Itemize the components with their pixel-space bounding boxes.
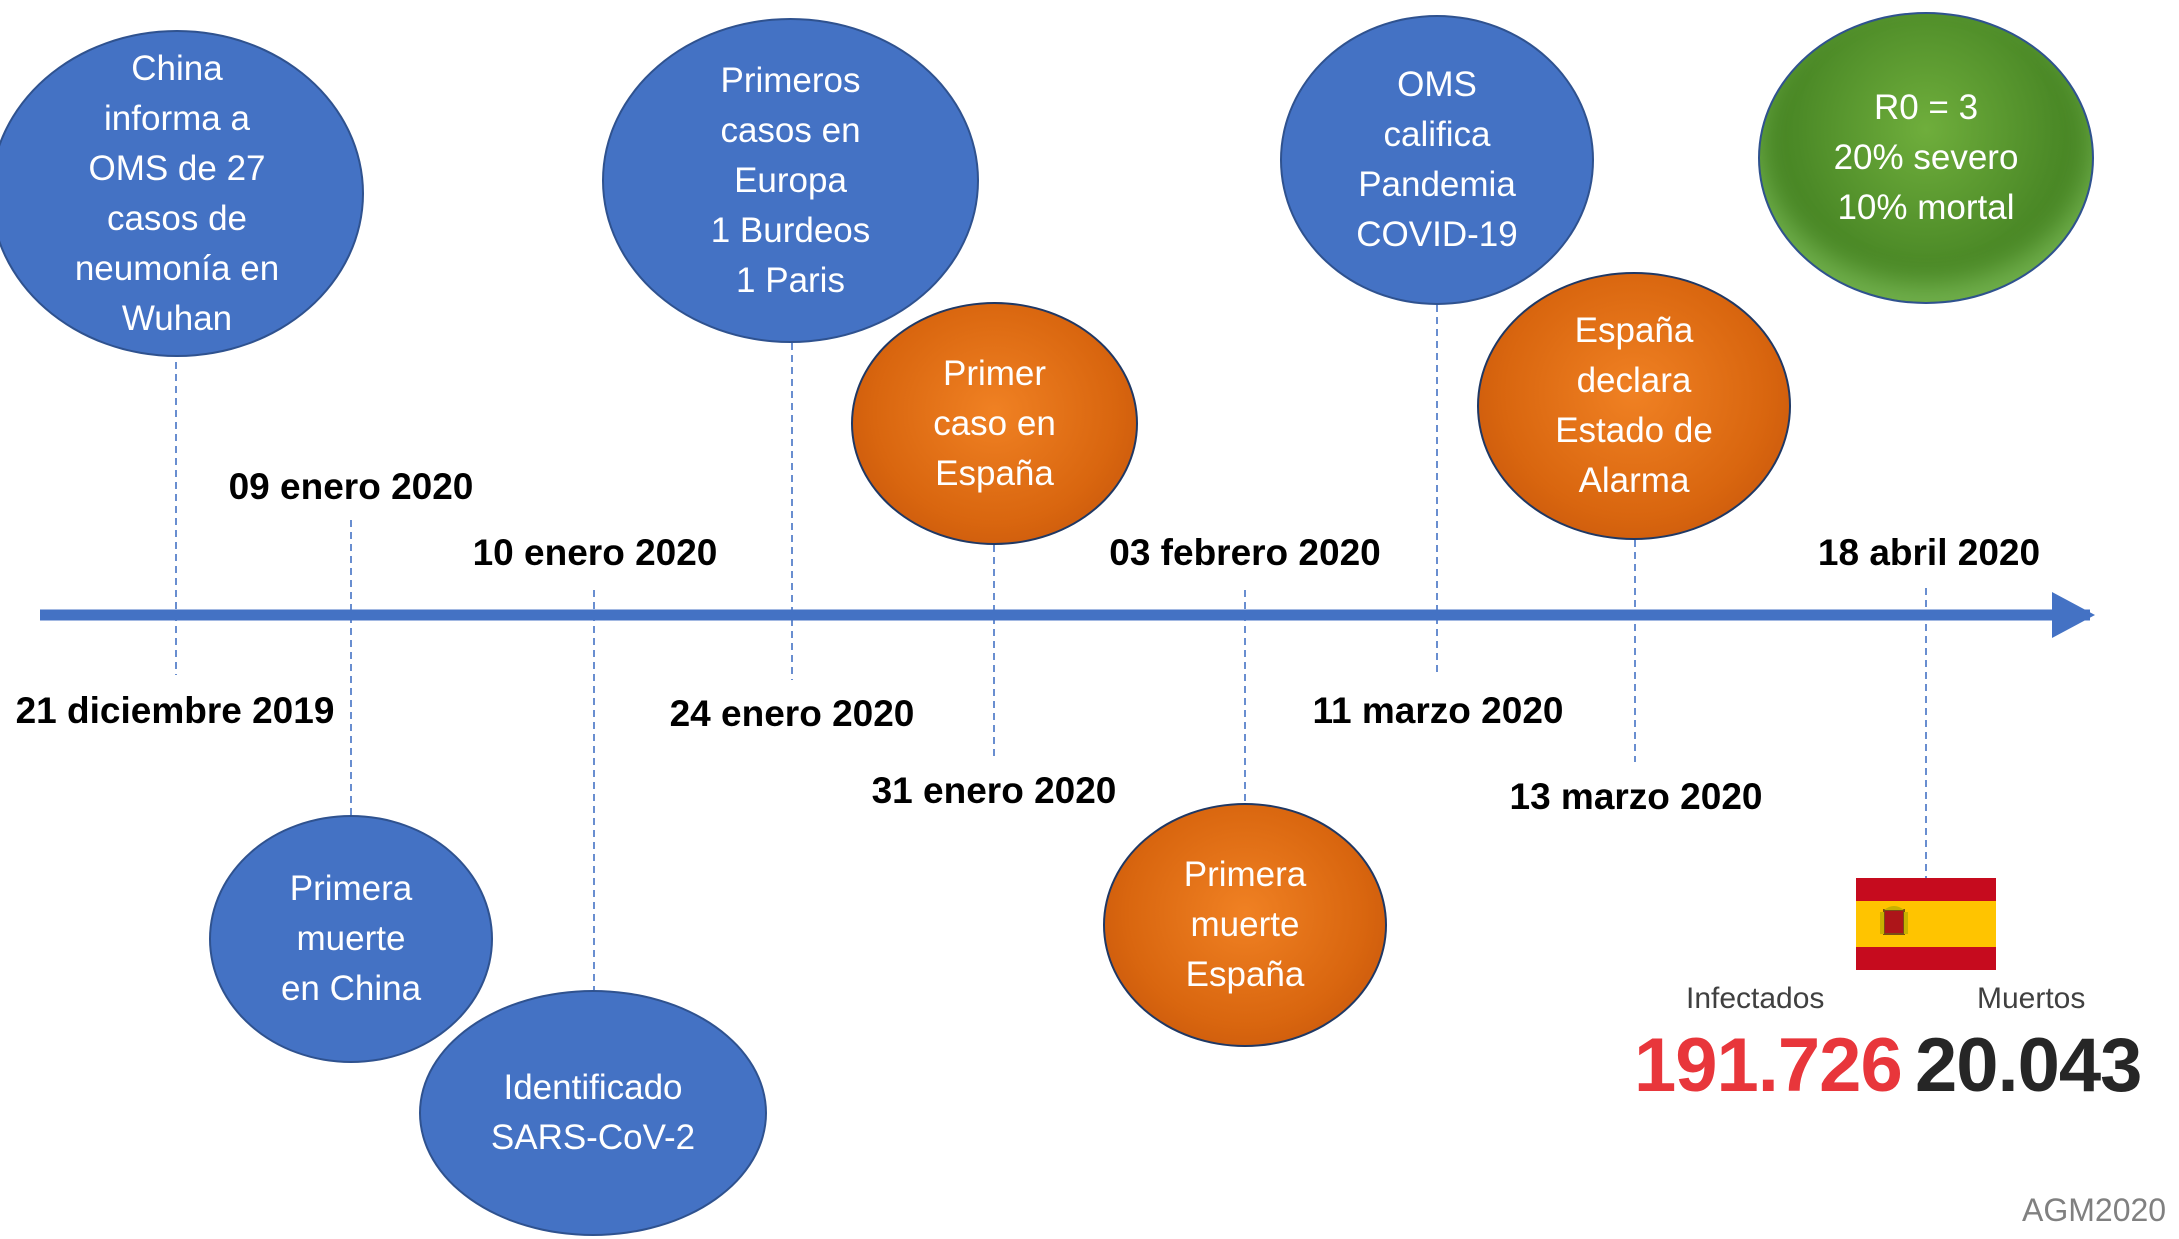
date-label-first-case-spain: 31 enero 2020 bbox=[871, 770, 1117, 811]
bubble-first-case-spain-text: Primer caso en España bbox=[933, 353, 1056, 493]
infected-label: Infectados bbox=[1686, 982, 1825, 1015]
bubble-first-death-china-text: Primera muerte en China bbox=[280, 869, 422, 1008]
bubble-spain-alarm-state: España declara Estado de Alarma bbox=[1477, 272, 1791, 540]
bubble-epidemiology-stats: R0 = 3 20% severo 10% mortal bbox=[1758, 12, 2094, 304]
infected-value: 191.726 bbox=[1634, 1023, 1903, 1108]
bubble-china-reports: China informa a OMS de 27 casos de neumo… bbox=[0, 30, 364, 357]
deaths-value: 20.043 bbox=[1915, 1023, 2142, 1108]
bubble-spain-alarm-state-text: España declara Estado de Alarma bbox=[1555, 311, 1713, 500]
bubble-who-pandemic: OMS califica Pandemia COVID-19 bbox=[1280, 15, 1594, 305]
date-label-first-death-spain: 03 febrero 2020 bbox=[1109, 532, 1381, 573]
date-label-china-reports: 21 diciembre 2019 bbox=[15, 690, 335, 731]
bubble-first-death-spain: Primera muerte España bbox=[1103, 803, 1387, 1047]
date-label-first-cases-europe: 24 enero 2020 bbox=[669, 693, 915, 734]
date-label-spain-alarm-state: 13 marzo 2020 bbox=[1509, 776, 1763, 817]
bubble-sars-cov-2-identified-text: Identificado SARS-CoV-2 bbox=[490, 1068, 696, 1157]
date-label-first-death-china: 09 enero 2020 bbox=[228, 466, 474, 507]
timeline-arrowhead bbox=[2052, 592, 2095, 638]
bubble-first-cases-europe: Primeros casos en Europa 1 Burdeos 1 Par… bbox=[602, 18, 979, 343]
credit-label: AGM2020 bbox=[2022, 1192, 2167, 1228]
bubble-sars-cov-2-identified: Identificado SARS-CoV-2 bbox=[419, 990, 767, 1236]
bubble-first-death-spain-text: Primera muerte España bbox=[1183, 855, 1307, 994]
spain-flag-icon bbox=[1856, 878, 1996, 970]
date-label-final: 18 abril 2020 bbox=[1817, 532, 2041, 573]
bubble-first-cases-europe-text: Primeros casos en Europa 1 Burdeos 1 Par… bbox=[710, 60, 871, 300]
bubble-china-reports-text: China informa a OMS de 27 casos de neumo… bbox=[74, 48, 280, 338]
bubble-epidemiology-stats-text: R0 = 3 20% severo 10% mortal bbox=[1833, 88, 2019, 227]
bubble-who-pandemic-text: OMS califica Pandemia COVID-19 bbox=[1356, 65, 1518, 254]
date-label-who-pandemic: 11 marzo 2020 bbox=[1312, 690, 1564, 731]
bubble-first-case-spain: Primer caso en España bbox=[851, 302, 1138, 545]
bubble-first-death-china: Primera muerte en China bbox=[209, 815, 493, 1063]
deaths-label: Muertos bbox=[1977, 982, 2086, 1015]
date-label-sars-cov-2-identified: 10 enero 2020 bbox=[472, 532, 718, 573]
